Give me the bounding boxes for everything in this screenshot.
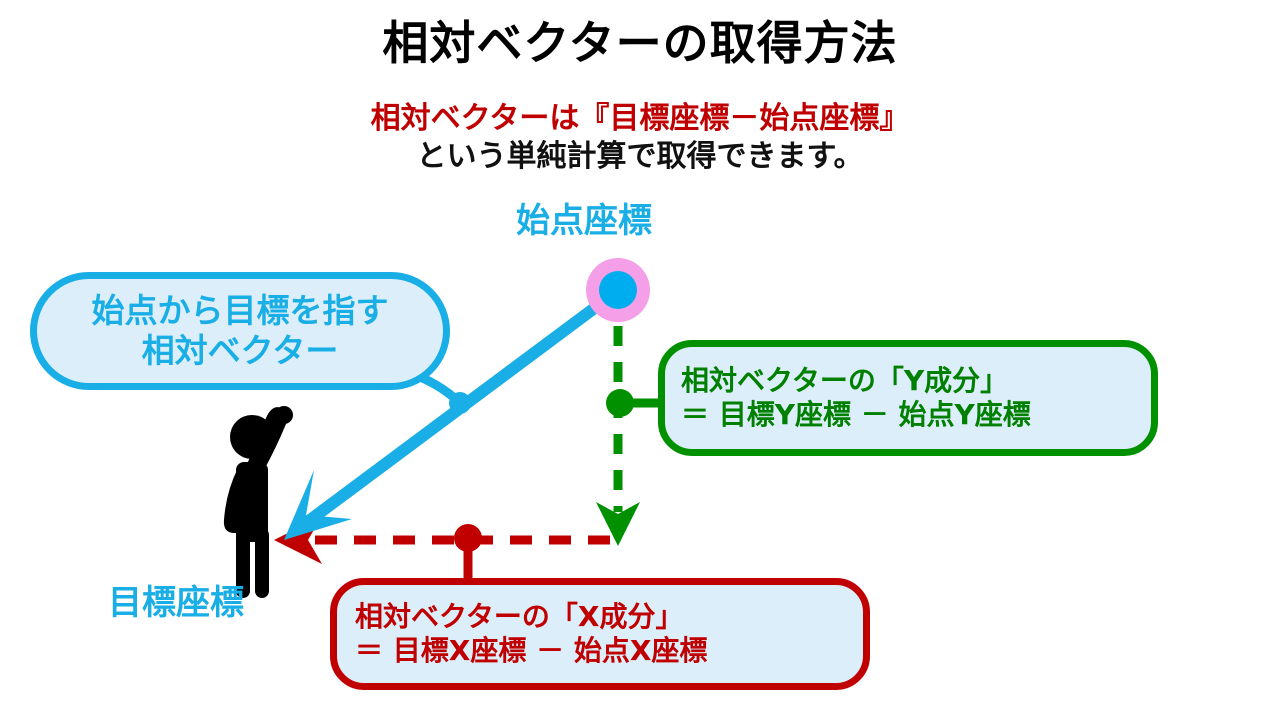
page-subtitle: 相対ベクターは『目標座標－始点座標』 という単純計算で取得できます。 — [0, 100, 1280, 177]
page-title: 相対ベクターの取得方法 — [382, 16, 898, 70]
y-anchor-dot — [606, 389, 634, 417]
callout-relative-vector-line-1: 始点から目標を指す — [91, 291, 389, 331]
subtitle-line-2: という単純計算で取得できます。 — [416, 139, 864, 175]
y-component-arrowhead-icon — [596, 502, 640, 546]
callout-y-component: 相対ベクターの「Y成分」 ＝ 目標Y座標 － 始点Y座標 — [658, 340, 1158, 456]
start-point-dot — [599, 271, 637, 309]
vector-anchor-dot — [449, 392, 471, 414]
callout-x-component: 相対ベクターの「X成分」 ＝ 目標X座標 － 始点X座標 — [330, 578, 870, 690]
subtitle-line-1: 相対ベクターは『目標座標－始点座標』 — [370, 101, 910, 136]
callout-y-component-line-1: 相対ベクターの「Y成分」 — [681, 364, 1009, 398]
callout-y-component-line-2: ＝ 目標Y座標 － 始点Y座標 — [681, 398, 1031, 431]
callout-relative-vector: 始点から目標を指す 相対ベクター — [30, 272, 450, 390]
callout-x-component-line-2: ＝ 目標X座標 － 始点X座標 — [355, 634, 708, 667]
callout-relative-vector-line-2: 相対ベクター — [141, 331, 339, 370]
start-point-label: 始点座標 — [516, 201, 652, 241]
x-anchor-dot — [454, 524, 482, 552]
goal-point-label: 目標座標 — [108, 583, 244, 623]
callout-x-component-line-1: 相対ベクターの「X成分」 — [355, 600, 684, 634]
person-icon — [223, 406, 293, 598]
relative-vector-arrowhead-icon — [284, 470, 352, 540]
